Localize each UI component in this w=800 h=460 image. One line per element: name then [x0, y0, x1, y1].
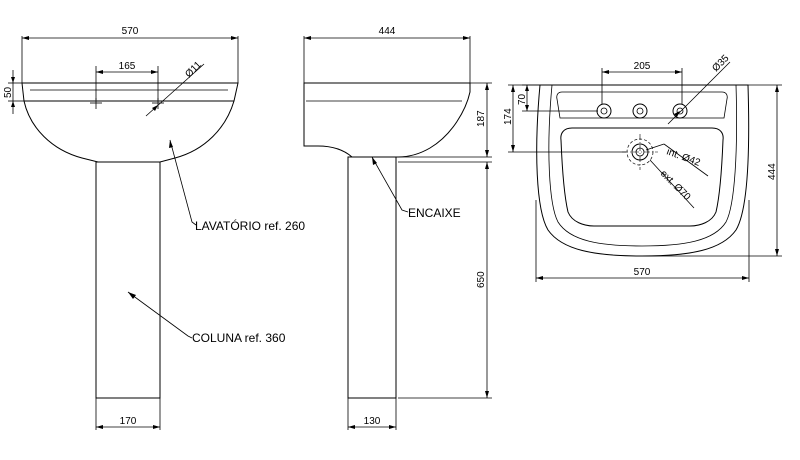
side-basin-height-label: 187 [476, 110, 487, 127]
top-width-label: 570 [634, 267, 651, 278]
top-tap-spacing-label: 205 [634, 61, 651, 72]
top-tap-hole-dimension: Ø35 [667, 53, 732, 125]
basin-callout: LAVATÓRIO ref. 260 [169, 139, 305, 233]
socket-callout-label: ENCAIXE [408, 206, 461, 220]
top-drain-offset-dimension: 174 [503, 84, 626, 153]
front-pedestal-column [95, 161, 161, 399]
top-drain-inner-dimension: int. Ø42 [645, 143, 709, 177]
side-pedestal-height-dimension: 650 [398, 161, 492, 399]
front-tap-spacing-dimension: 165 [95, 61, 159, 100]
front-rim-height-dimension: 50 [3, 70, 24, 114]
side-pedestal-depth-label: 130 [364, 416, 381, 427]
front-width-label: 570 [122, 26, 139, 37]
top-drain-outer-label: ext. Ø70 [658, 168, 693, 203]
front-rim-height-label: 50 [3, 86, 14, 98]
top-tap-offset-label: 70 [517, 93, 528, 105]
top-depth-dimension: 444 [642, 84, 782, 257]
side-pedestal-height-label: 650 [476, 271, 487, 288]
front-tap-hole-label: Ø11 [183, 59, 204, 80]
front-tap-spacing-label: 165 [119, 61, 136, 72]
top-drain-inner-label: int. Ø42 [665, 146, 702, 168]
column-callout-label: COLUNA ref. 360 [192, 331, 286, 345]
top-drain [622, 134, 658, 170]
front-width-dimension: 570 [21, 26, 239, 83]
column-callout: COLUNA ref. 360 [127, 291, 286, 345]
top-drain-outer-dimension: ext. Ø70 [649, 159, 695, 209]
top-tap-spacing-dimension: 205 [601, 61, 683, 104]
side-basin-outline [303, 82, 471, 158]
front-basin-outline [21, 82, 239, 163]
side-depth-dimension: 444 [303, 26, 471, 83]
top-tap-hole-left [596, 103, 612, 119]
side-depth-label: 444 [379, 26, 396, 37]
top-tap-deck [556, 91, 728, 119]
top-view: 205 Ø35 70 174 [503, 53, 782, 282]
top-tap-hole-label: Ø35 [710, 53, 731, 74]
top-drain-offset-label: 174 [503, 108, 514, 125]
side-basin-height-dimension: 187 [398, 82, 492, 158]
front-pedestal-width-label: 170 [120, 416, 137, 427]
front-view: 570 165 Ø11 50 [3, 26, 305, 430]
top-depth-label: 444 [767, 163, 778, 180]
side-pedestal-column [347, 156, 397, 399]
top-tap-offset-dimension: 70 [517, 84, 598, 112]
basin-callout-label: LAVATÓRIO ref. 260 [195, 218, 305, 233]
side-view: 444 187 650 130 [303, 26, 492, 430]
top-rim-outline [548, 84, 737, 247]
front-pedestal-width-dimension: 170 [95, 398, 161, 430]
front-tap-hole-dimension: Ø11 [145, 59, 204, 117]
top-tap-hole-right [672, 103, 688, 119]
top-width-dimension: 570 [535, 200, 750, 282]
socket-callout: ENCAIXE [371, 156, 461, 220]
side-pedestal-depth-dimension: 130 [347, 398, 397, 430]
top-bowl-outline [560, 127, 724, 227]
top-tap-hole-center [632, 103, 648, 119]
